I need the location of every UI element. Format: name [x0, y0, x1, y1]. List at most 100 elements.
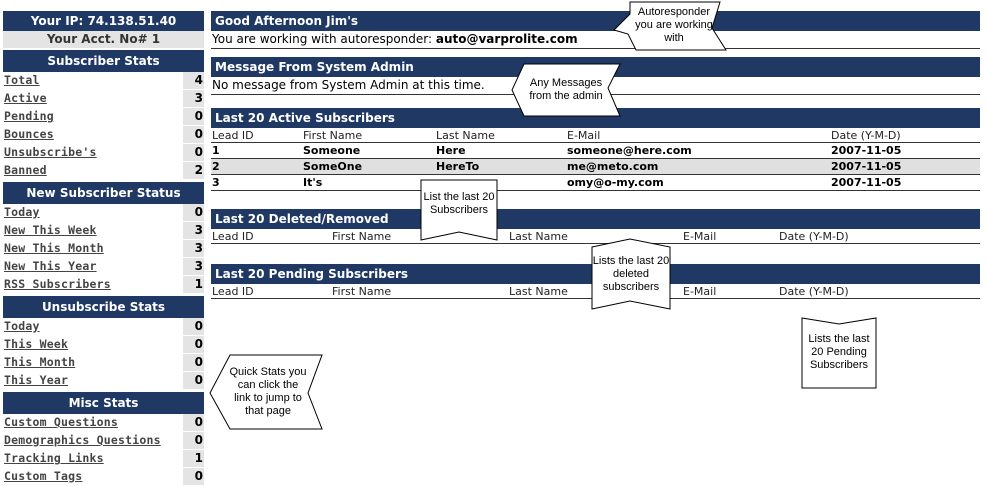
subscriber-stat-link[interactable]: Total: [4, 73, 40, 87]
table-row[interactable]: 1 Someone Here someone@here.com 2007-11-…: [211, 143, 980, 159]
table-row[interactable]: 2 SomeOne HereTo me@meto.com 2007-11-05: [211, 158, 980, 175]
unsub-stat-row: This Month 0: [3, 354, 204, 372]
new-status-row: New This Year 3: [3, 258, 204, 276]
unsub-stats-heading: Unsubscribe Stats Breakdown: [3, 296, 204, 336]
subscriber-stat-link[interactable]: Active: [4, 91, 47, 105]
misc-stat-count: 0: [183, 432, 204, 449]
last-name: Here: [436, 144, 466, 157]
new-status-count: 3: [183, 240, 204, 257]
callout-pending-list-text: Lists the last 20 Pending Subscribers: [808, 332, 870, 371]
active-subscribers-table: Lead ID First Name Last Name E-Mail Date…: [211, 128, 980, 191]
callout-pending-list: Lists the last 20 Pending Subscribers: [800, 316, 878, 390]
subscriber-stat-row: Bounces 0: [3, 126, 204, 144]
first-name: Someone: [303, 144, 361, 157]
callout-pending-list-shape: [801, 317, 877, 389]
unsub-stat-link[interactable]: This Month: [4, 355, 76, 369]
subscriber-stat-link[interactable]: Banned: [4, 163, 47, 177]
misc-stat-link[interactable]: Custom Questions: [4, 415, 118, 429]
col-email: E-Mail: [682, 284, 778, 299]
first-name: SomeOne: [302, 158, 435, 175]
unsub-stat-link[interactable]: Today: [4, 319, 40, 333]
new-status-row: New This Month 3: [3, 240, 204, 258]
callout-quick-stats-text: Quick Stats you can click the link to ju…: [229, 366, 307, 417]
callout-deleted-list-text: Lists the last 20 deleted subscribers: [592, 254, 670, 293]
misc-stats-heading: Misc Stats: [3, 392, 204, 414]
misc-stat-row: Demographics Questions 0: [3, 432, 204, 450]
date: 2007-11-05: [831, 176, 902, 189]
col-first-name: First Name: [302, 128, 435, 143]
subscriber-stat-link[interactable]: Unsubscribe's: [4, 145, 97, 159]
subscriber-stat-count: 0: [183, 144, 204, 161]
callout-active-list: List the last 20 Subscribers: [419, 178, 499, 242]
callout-autoresponder-text: Autoresponder you are working with: [635, 5, 713, 44]
unsub-stat-row: This Year 0: [3, 372, 204, 390]
callout-autoresponder-shape: [613, 1, 727, 51]
misc-stat-count: 0: [183, 414, 204, 431]
lead-id: 2: [211, 158, 302, 175]
col-lead-id: Lead ID: [211, 284, 331, 299]
new-status-link[interactable]: New This Year: [4, 259, 97, 273]
new-status-link[interactable]: Today: [4, 205, 40, 219]
col-lead-id: Lead ID: [211, 128, 302, 143]
active-table-header: Lead ID First Name Last Name E-Mail Date…: [211, 128, 980, 143]
date: 2007-11-05: [831, 144, 902, 157]
unsub-stat-count: 0: [183, 336, 204, 353]
unsub-stat-count: 0: [183, 354, 204, 371]
first-name: It's: [303, 176, 323, 189]
callout-admin-messages-shape: [511, 63, 621, 117]
col-last-name: Last Name: [435, 128, 566, 143]
unsub-stat-row: This Week 0: [3, 336, 204, 354]
misc-stat-count: 1: [183, 450, 204, 467]
col-email: E-Mail: [566, 128, 830, 143]
email: me@meto.com: [566, 158, 830, 175]
new-status-heading: New Subscriber Status Breakdown: [3, 182, 204, 222]
lead-id: 3: [212, 176, 220, 189]
unsub-stat-row: Today 0: [3, 318, 204, 336]
new-status-count: 3: [183, 258, 204, 275]
subscriber-stats-heading: Subscriber Stats: [3, 50, 204, 72]
col-date: Date (Y-M-D): [830, 128, 980, 143]
col-lead-id: Lead ID: [211, 229, 331, 244]
date: 2007-11-05: [830, 158, 980, 175]
sidebar: Your IP: 74.138.51.40 Your Acct. No# 1 S…: [3, 11, 204, 486]
misc-stat-link[interactable]: Custom Tags: [4, 469, 83, 483]
subscriber-stat-link[interactable]: Pending: [4, 109, 54, 123]
callout-admin-messages-text: Any Messages from the admin: [529, 77, 603, 102]
callout-quick-stats: Quick Stats you can click the link to ju…: [208, 353, 324, 431]
ip-address: Your IP: 74.138.51.40: [3, 11, 204, 31]
new-status-link[interactable]: New This Month: [4, 241, 104, 255]
col-date: Date (Y-M-D): [778, 229, 980, 244]
new-status-link[interactable]: RSS Subscribers: [4, 277, 111, 291]
unsub-stat-link[interactable]: This Year: [4, 373, 69, 387]
last-name: HereTo: [435, 158, 566, 175]
subscriber-stat-count: 4: [183, 72, 204, 89]
unsub-stat-link[interactable]: This Week: [4, 337, 69, 351]
callout-admin-messages: Any Messages from the admin: [510, 62, 622, 118]
misc-stat-row: Custom Questions 0: [3, 414, 204, 432]
unsub-stat-count: 0: [183, 318, 204, 335]
lead-id: 1: [212, 144, 220, 157]
col-email: E-Mail: [682, 229, 778, 244]
misc-stat-row: Tracking Links 1: [3, 450, 204, 468]
callout-autoresponder: Autoresponder you are working with: [612, 0, 728, 52]
new-status-link[interactable]: New This Week: [4, 223, 97, 237]
subscriber-stat-count: 0: [183, 126, 204, 143]
misc-stat-link[interactable]: Demographics Questions: [4, 433, 161, 447]
callout-active-list-text: List the last 20 Subscribers: [423, 191, 495, 216]
greeting-heading: Good Afternoon Jim's: [211, 11, 980, 31]
table-row[interactable]: 3 It's omy@o-my.com 2007-11-05: [211, 175, 980, 191]
unsub-stat-count: 0: [183, 372, 204, 389]
col-first-name: First Name: [331, 284, 508, 299]
misc-stat-link[interactable]: Tracking Links: [4, 451, 104, 465]
email: omy@o-my.com: [567, 176, 664, 189]
callout-deleted-list: Lists the last 20 deleted subscribers: [590, 237, 672, 311]
subscriber-stat-link[interactable]: Bounces: [4, 127, 54, 141]
active-subscribers-heading: Last 20 Active Subscribers: [211, 108, 980, 128]
